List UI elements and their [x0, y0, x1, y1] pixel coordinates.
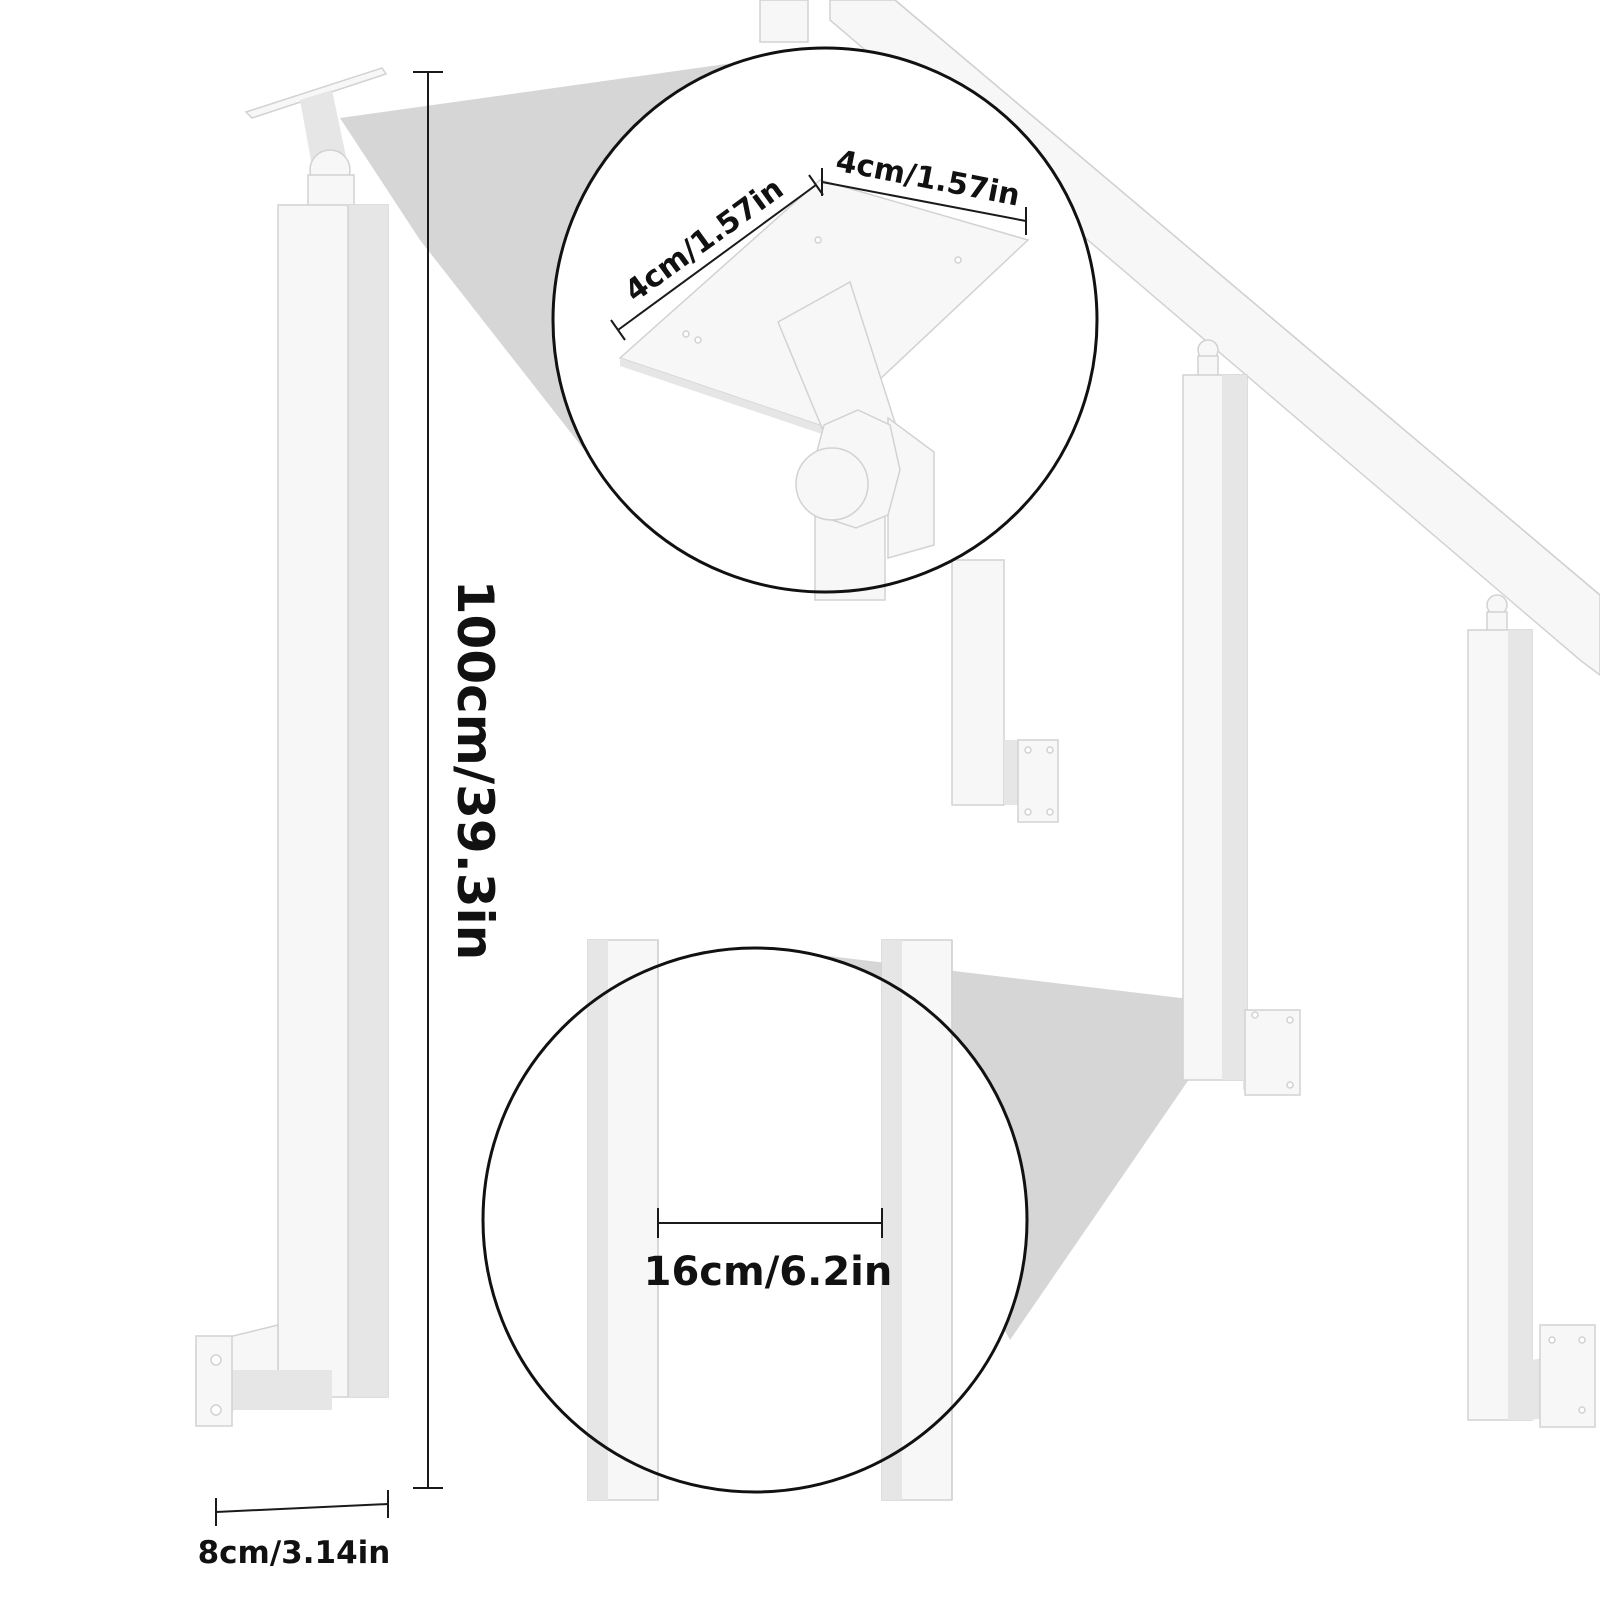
base-width-dimension-line: [215, 1490, 389, 1526]
right-baluster-post: [1467, 594, 1596, 1428]
main-baluster-post: [195, 67, 389, 1427]
post-spacing-label: 16cm/6.2in: [644, 1249, 893, 1295]
post-spacing-callout: [481, 939, 1029, 1501]
height-dimension-label: 100cm/39.3in: [446, 580, 504, 960]
top-mounting-plate-callout: [551, 46, 1099, 601]
middle-baluster-post: [1182, 339, 1301, 1096]
short-baluster-post: [951, 559, 1059, 823]
height-dimension-line: [413, 71, 443, 1489]
base-width-label: 8cm/3.14in: [198, 1535, 391, 1571]
